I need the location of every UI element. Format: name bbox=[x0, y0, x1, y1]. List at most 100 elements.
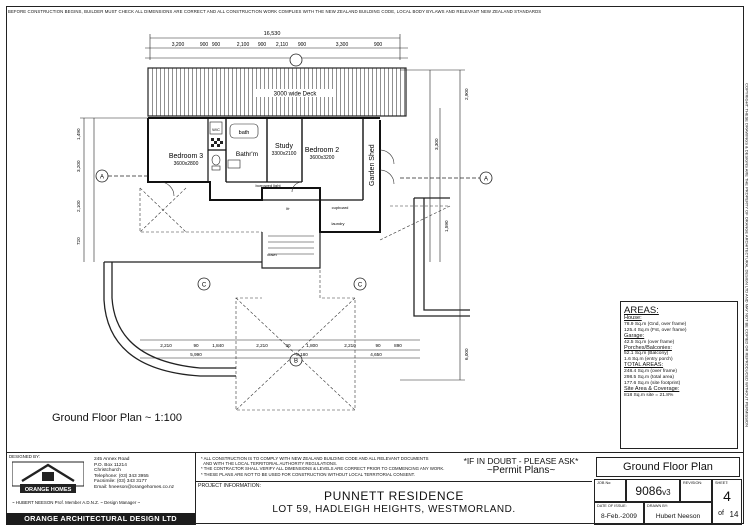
left-dim-label: 720 bbox=[76, 237, 81, 245]
areas-section-title: House: bbox=[624, 315, 642, 321]
sheet-label: SHEET: bbox=[715, 481, 729, 485]
revision-cell: REVISION: bbox=[680, 479, 712, 502]
room-label-bedroom2: Bedroom 2 bbox=[305, 147, 339, 154]
room-size-bedroom3: 3600x2800 bbox=[174, 161, 199, 167]
designer-line: ~ HUBERT NEESON Prof. Member A.D.N.Z. ~ … bbox=[12, 500, 141, 505]
right-dim-label: 2,900 bbox=[464, 88, 469, 100]
room-size-bedroom2: 3600x3200 bbox=[310, 155, 335, 161]
dim-label: 900 bbox=[200, 42, 209, 48]
builder-warning-note: BEFORE CONSTRUCTION BEGINS, BUILDER MUST… bbox=[8, 9, 542, 14]
if-in-doubt-text: *IF IN DOUBT - PLEASE ASK* bbox=[463, 456, 579, 466]
areas-section-title: Porches/Balconies: bbox=[624, 344, 672, 351]
dim-label: 900 bbox=[258, 42, 267, 48]
section-mark-top bbox=[289, 53, 303, 67]
left-dim-label: 1,490 bbox=[76, 128, 81, 140]
drawing-sheet-border bbox=[6, 6, 744, 524]
areas-section-site: Site Area & Coverage: 818 Sq.m site = 21… bbox=[624, 385, 734, 399]
date-label: DATE OF ISSUE: bbox=[597, 504, 627, 508]
dim-label: 900 bbox=[298, 42, 307, 48]
issue-date: 8-Feb.-2009 bbox=[601, 513, 637, 520]
job-number: 9086v3 bbox=[627, 484, 679, 498]
areas-line: 298.5 Sq.m (total area) bbox=[624, 375, 675, 381]
building-walls bbox=[147, 117, 381, 233]
company-banner: ORANGE ARCHITECTURAL DESIGN LTD bbox=[6, 513, 195, 525]
areas-schedule: AREAS: House: 78.9 Sq.m (Gnd, over frame… bbox=[620, 301, 738, 449]
project-title: PUNNETT RESIDENCE bbox=[324, 489, 464, 503]
areas-section-title: Site Area & Coverage: bbox=[624, 385, 680, 392]
section-marker-a-right-label: A bbox=[484, 177, 488, 183]
project-address: LOT 59, HADLEIGH HEIGHTS, WESTMORLAND. bbox=[272, 504, 516, 515]
top-dimension-chain bbox=[145, 47, 408, 59]
dim-label: 900 bbox=[212, 42, 221, 48]
ground-floor-plan-drawing: 16,530 3,200 900 900 2,100 900 2,110 900… bbox=[76, 31, 493, 411]
areas-line: 1.6 Sq.m (entry porch) bbox=[624, 357, 673, 363]
areas-line: 52.1 Sq.m (Balcony) bbox=[624, 351, 669, 357]
bottom-dim-label: 2,210 bbox=[160, 343, 172, 348]
job-number-cell: 9086v3 bbox=[626, 479, 680, 502]
section-marker-a-left bbox=[95, 169, 148, 183]
bottom-dim-label: 1,840 bbox=[212, 343, 224, 348]
dim-label: 2,110 bbox=[276, 42, 288, 48]
permit-plans-text: ~Permit Plans~ bbox=[486, 465, 556, 476]
bottom-dim-label: 890 bbox=[394, 343, 402, 348]
room-label-garden-shed: Garden Shed bbox=[369, 144, 376, 186]
dim-label: 2,100 bbox=[237, 42, 250, 48]
left-dimension-chain bbox=[80, 117, 148, 262]
bottom-dim-label: 4,650 bbox=[370, 352, 382, 357]
left-dim-label: 3,200 bbox=[76, 160, 81, 172]
sheet-title: Ground Floor Plan bbox=[596, 457, 740, 477]
room-label-bath: bath bbox=[239, 130, 250, 136]
areas-line: 42.5 Sq.m (over frame) bbox=[624, 339, 675, 345]
left-dim-label: 2,100 bbox=[76, 200, 81, 212]
top-dimension-labels: 3,200 900 900 2,100 900 2,110 900 3,300 … bbox=[172, 42, 383, 48]
overall-dimension-label: 16,530 bbox=[264, 31, 281, 37]
areas-line: 818 Sq.m site = 21.8% bbox=[624, 392, 674, 398]
project-info-label: PROJECT INFORMATION: bbox=[198, 483, 261, 489]
drawn-by-cell: DRAWN BY: Hubert Neeson bbox=[644, 502, 712, 525]
dim-label: 900 bbox=[374, 42, 383, 48]
room-label-down: down bbox=[267, 252, 277, 257]
bottom-dim-label: 90 bbox=[193, 343, 199, 348]
door-swings bbox=[159, 149, 395, 197]
areas-section-house: House: 78.9 Sq.m (Gnd, over frame) 125.4… bbox=[624, 315, 734, 334]
roof-outline-dashed bbox=[139, 187, 451, 411]
room-label-wc: W/C bbox=[212, 127, 220, 132]
areas-heading: AREAS: bbox=[624, 305, 659, 316]
room-size-study: 3300x2100 bbox=[272, 151, 297, 157]
section-marker-c-right-label: C bbox=[358, 283, 363, 289]
title-block: DESIGNED BY: ORANGE HOMES 245 Annex Road… bbox=[6, 452, 744, 525]
bottom-dim-label: 5,990 bbox=[190, 352, 202, 357]
section-marker-a-right bbox=[400, 171, 493, 185]
dim-label: 3,200 bbox=[172, 42, 185, 48]
right-dim-label: 3,300 bbox=[434, 138, 439, 150]
room-label-laundry: laundry bbox=[331, 221, 344, 226]
designed-by-label: DESIGNED BY: bbox=[9, 454, 40, 459]
room-label-study: Study bbox=[275, 143, 293, 150]
designer-panel: DESIGNED BY: ORANGE HOMES 245 Annex Road… bbox=[6, 453, 196, 525]
areas-section-totals: TOTAL AREAS: 248.4 Sq.m (over frame) 298… bbox=[624, 362, 734, 387]
bottom-dim-label: 2,210 bbox=[344, 343, 356, 348]
bottom-dim-label: 1,800 bbox=[306, 343, 318, 348]
office-address: 245 Annex Road P.O. Box 11214 Christchur… bbox=[94, 457, 175, 490]
job-number-value: 9086 bbox=[635, 484, 663, 498]
room-label-borrowed-light: borrowed light bbox=[255, 183, 281, 188]
project-divider bbox=[196, 481, 592, 482]
areas-section-title: Garage: bbox=[624, 332, 645, 339]
wc-tiles bbox=[211, 138, 223, 147]
section-marker-a-left-label: A bbox=[100, 175, 104, 181]
stair-area bbox=[261, 232, 321, 269]
permit-stamp: *IF IN DOUBT - PLEASE ASK* ~Permit Plans… bbox=[456, 456, 586, 476]
logo-wordmark: ORANGE HOMES bbox=[25, 487, 72, 493]
job-no-label: JOB No: bbox=[597, 481, 612, 485]
right-dim-label: 6,000 bbox=[464, 348, 469, 360]
date-cell: DATE OF ISSUE: 8-Feb.-2009 bbox=[594, 502, 644, 525]
job-no-cell: JOB No: bbox=[594, 479, 626, 502]
ground-floor-plan-caption: Ground Floor Plan ~ 1:100 bbox=[52, 412, 182, 424]
section-marker-b-label: B bbox=[294, 359, 298, 365]
retaining-wall bbox=[103, 197, 470, 377]
deck-label: 3000 wide Deck bbox=[274, 92, 318, 98]
bottom-dim-label: 2,210 bbox=[256, 343, 268, 348]
areas-section-garage: Garage: 42.5 Sq.m (over frame) bbox=[624, 332, 734, 346]
areas-line: 177.6 Sq.m (site footprint) bbox=[624, 380, 681, 386]
areas-line: 78.9 Sq.m (Gnd, over frame) bbox=[624, 321, 687, 327]
